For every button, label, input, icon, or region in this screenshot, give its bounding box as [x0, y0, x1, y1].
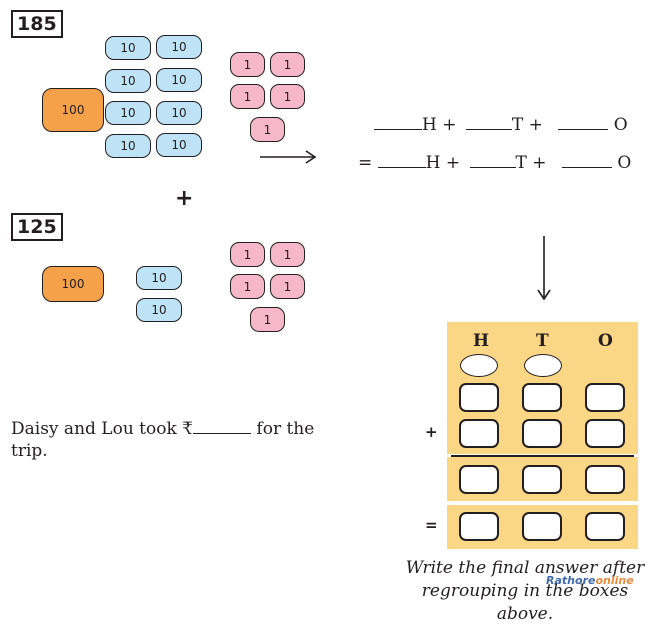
one-block: 1 — [270, 52, 305, 77]
ten-block: 10 — [105, 69, 151, 93]
answer-blank[interactable] — [374, 115, 422, 130]
hundred-block: 100 — [42, 88, 104, 132]
answer-box[interactable] — [522, 419, 562, 448]
number-label-125: 125 — [11, 213, 63, 241]
carry-oval-hundreds[interactable] — [460, 354, 498, 377]
header-hundreds: H — [473, 331, 490, 351]
one-block: 1 — [230, 274, 265, 299]
one-block: 1 — [230, 84, 265, 109]
down-arrow-icon — [537, 236, 551, 301]
ten-block: 10 — [156, 101, 202, 125]
ten-block: 10 — [156, 35, 202, 59]
equation-line-2: = H + T + O — [358, 153, 631, 173]
ten-block: 10 — [105, 101, 151, 125]
answer-box[interactable] — [585, 512, 625, 541]
ten-block: 10 — [156, 133, 202, 157]
one-block: 1 — [250, 117, 285, 142]
one-block: 1 — [270, 274, 305, 299]
table-equals-sign: = — [425, 516, 438, 534]
answer-box[interactable] — [522, 512, 562, 541]
answer-box[interactable] — [459, 383, 499, 412]
amount-blank[interactable] — [193, 419, 252, 434]
one-block: 1 — [230, 52, 265, 77]
ten-block: 10 — [136, 266, 182, 290]
tens-label: T + — [511, 115, 543, 135]
hundreds-label: H + — [425, 153, 461, 173]
ones-label: O — [617, 153, 632, 173]
watermark-logo: Rathoreonline — [546, 574, 634, 587]
ten-block: 10 — [105, 134, 151, 158]
one-block: 1 — [250, 307, 285, 332]
answer-box[interactable] — [585, 383, 625, 412]
tens-label: T + — [515, 153, 547, 173]
answer-blank[interactable] — [469, 153, 516, 168]
answer-box[interactable] — [585, 419, 625, 448]
equals-sign: = — [358, 153, 373, 173]
answer-box[interactable] — [459, 465, 499, 494]
ten-block: 10 — [105, 36, 151, 60]
one-block: 1 — [230, 242, 265, 267]
instruction-note: Write the final answer after regrouping … — [405, 558, 645, 624]
ten-block: 10 — [156, 68, 202, 92]
one-block: 1 — [270, 84, 305, 109]
number-label-185: 185 — [11, 10, 63, 38]
answer-blank[interactable] — [558, 115, 609, 130]
header-ones: O — [598, 331, 613, 351]
equation-line-1: H + T + O — [374, 115, 628, 135]
hundreds-label: H + — [422, 115, 457, 135]
answer-box[interactable] — [522, 383, 562, 412]
answer-blank[interactable] — [561, 153, 612, 168]
ten-block: 10 — [136, 298, 182, 322]
answer-box[interactable] — [459, 512, 499, 541]
table-plus-sign: + — [425, 423, 438, 441]
ones-label: O — [613, 115, 628, 135]
hundred-block: 100 — [42, 266, 104, 302]
story-text: Daisy and Lou took ₹ for the trip. — [11, 419, 315, 461]
answer-blank[interactable] — [377, 153, 426, 168]
plus-sign: + — [175, 186, 194, 211]
one-block: 1 — [270, 242, 305, 267]
carry-oval-tens[interactable] — [524, 354, 562, 377]
answer-box[interactable] — [585, 465, 625, 494]
header-tens: T — [536, 331, 549, 351]
answer-blank[interactable] — [465, 115, 512, 130]
sum-line — [451, 455, 634, 457]
right-arrow-icon — [260, 150, 317, 164]
answer-box[interactable] — [459, 419, 499, 448]
answer-box[interactable] — [522, 465, 562, 494]
